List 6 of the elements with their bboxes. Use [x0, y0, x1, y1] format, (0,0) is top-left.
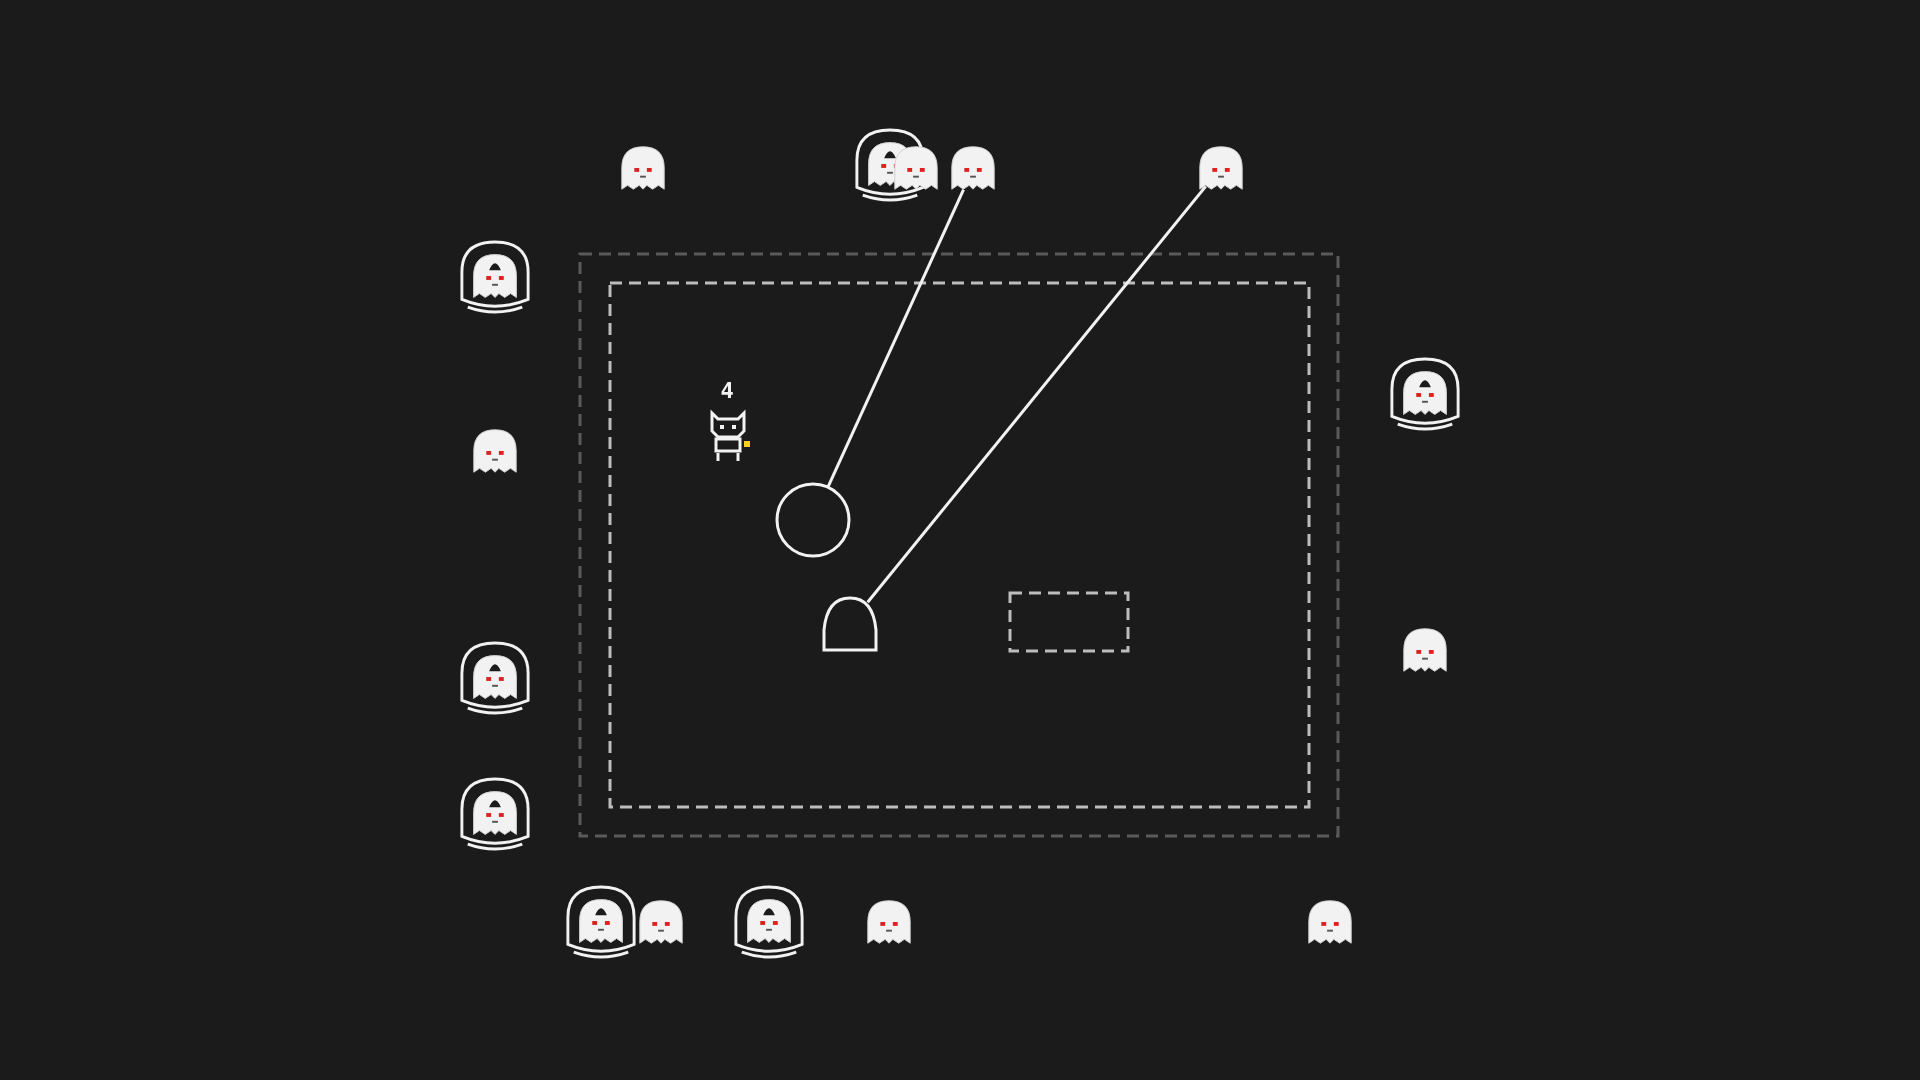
dome-zone: [821, 596, 879, 652]
connector-line: [866, 185, 1207, 604]
circle-zone: [775, 482, 851, 558]
target-zone: [1008, 591, 1130, 653]
counter-number: 4: [719, 378, 735, 404]
connector-line: [826, 188, 965, 488]
